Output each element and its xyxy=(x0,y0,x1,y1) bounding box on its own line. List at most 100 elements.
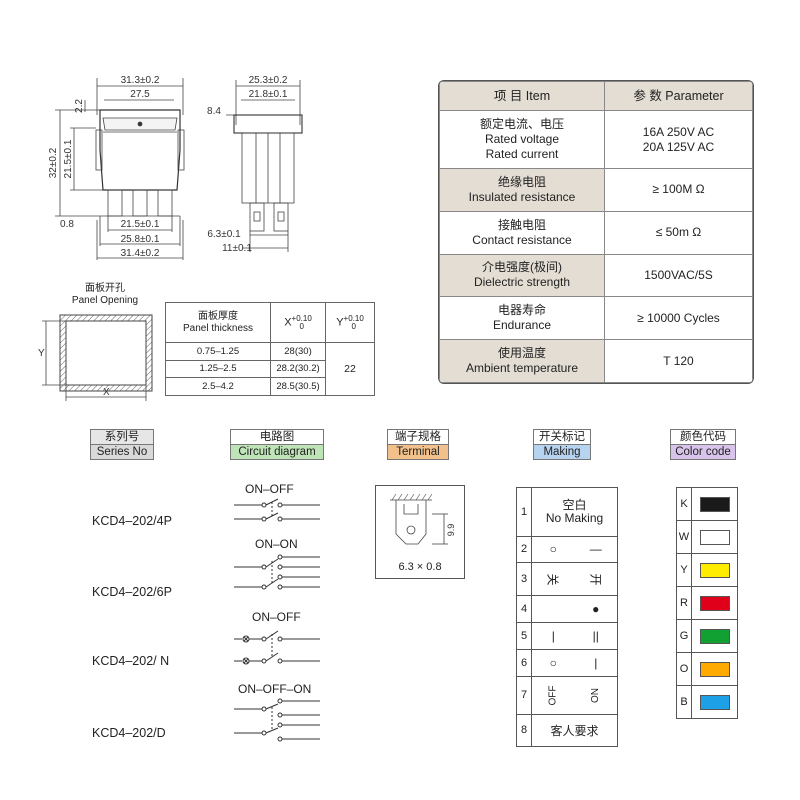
series-header-en: Series No xyxy=(91,444,153,459)
thickness-value: 1.25–2.5 xyxy=(165,359,271,379)
front-height: 32±0.2 xyxy=(48,147,59,178)
color-swatch xyxy=(699,628,730,644)
circuit-header-cn: 电路图 xyxy=(259,431,295,443)
series-number: KCD4–202/ N xyxy=(92,654,170,668)
making-symbol-off: ○ xyxy=(531,648,575,677)
making-number: 6 xyxy=(516,648,532,677)
panel-axis-x: X xyxy=(103,387,110,398)
terminal-header-cn: 端子规格 xyxy=(395,431,441,443)
color-row: R xyxy=(676,586,738,620)
making-header-cn: 开关标记 xyxy=(539,431,585,443)
front-bottom-offset: 0.8 xyxy=(60,219,74,230)
terminal-drawing: 9.9 xyxy=(390,493,456,545)
color-row: Y xyxy=(676,553,738,587)
terminal-height-dim: 9.9 xyxy=(446,524,456,537)
side-inner-width: 21.8±0.1 xyxy=(249,89,288,100)
making-number: 2 xyxy=(516,535,532,564)
param-item-cn: 绝缘电阻 xyxy=(497,174,546,189)
making-number: 1 xyxy=(516,487,532,537)
front-pin-span-1: 21.5±0.1 xyxy=(121,219,160,230)
color-row: G xyxy=(676,619,738,653)
param-header-item: 项 目 Item xyxy=(439,81,605,111)
circuit-diagram-n xyxy=(234,630,320,665)
series-number: KCD4–202/D xyxy=(92,726,166,740)
color-swatch xyxy=(699,529,730,545)
panel-opening-title: 面板开孔 Panel Opening xyxy=(60,283,150,307)
making-symbol-off xyxy=(531,594,575,623)
y-value: 22 xyxy=(325,342,375,396)
param-item-cn: 额定电流、电压 xyxy=(479,117,564,131)
making-header-en: Making xyxy=(534,444,590,459)
color-header-cn: 颜色代码 xyxy=(680,431,726,443)
param-header-parameter: 参 数 Parameter xyxy=(604,81,753,111)
color-letter: W xyxy=(676,520,692,554)
color-letter: O xyxy=(676,652,692,686)
circuit-header: 电路图 Circuit diagram xyxy=(230,429,324,460)
param-value: ≥ 10000 Cycles xyxy=(604,296,753,341)
making-symbol-off: | xyxy=(531,621,575,650)
param-item-cn: 使用温度 xyxy=(497,346,546,361)
param-item-cn: 接触电阻 xyxy=(497,217,546,232)
thickness-value: 0.75–1.25 xyxy=(165,342,271,361)
thickness-header-en: Panel thickness xyxy=(182,322,254,334)
terminal-header-en: Terminal xyxy=(388,444,448,459)
making-number: 5 xyxy=(516,621,532,650)
param-item-en: Endurance xyxy=(492,318,552,333)
param-row-rated: 额定电流、电压 Rated voltage Rated current xyxy=(439,110,605,169)
side-terminal-span: 11±0.1 xyxy=(222,243,252,254)
color-swatch xyxy=(699,562,730,578)
making-symbol-on: || xyxy=(574,621,618,650)
front-inner-width: 27.5 xyxy=(130,89,150,100)
thickness-value: 2.5–4.2 xyxy=(165,377,271,396)
side-overall-width: 25.3±0.2 xyxy=(249,75,288,86)
color-row: O xyxy=(676,652,738,686)
param-item-cn: 电器寿命 xyxy=(497,303,546,318)
front-top-offset: 2.2 xyxy=(74,99,85,113)
x-value: 28.5(30.5) xyxy=(270,377,326,396)
color-row: W xyxy=(676,520,738,554)
panel-opening-title-cn: 面板开孔 xyxy=(85,283,125,294)
x-value: 28.2(30.2) xyxy=(270,359,326,379)
side-top-offset: 8.4 xyxy=(207,106,221,117)
making-blank-en: No Making xyxy=(545,510,604,525)
param-row-temperature: 使用温度 Ambient temperature xyxy=(439,339,605,383)
making-number: 7 xyxy=(516,675,532,715)
making-symbol-off: 关 xyxy=(545,573,560,586)
terminal-box: 9.9 6.3 × 0.8 xyxy=(375,485,465,579)
circuit-diagram-6p xyxy=(234,554,320,590)
color-swatch xyxy=(699,496,730,512)
param-value: 20A 125V AC xyxy=(642,139,715,154)
thickness-header-cn: 面板厚度 xyxy=(198,310,238,322)
making-symbol-off: ○ xyxy=(531,535,575,564)
color-row: B xyxy=(676,685,738,719)
side-view-drawing: 25.3±0.2 21.8±0.1 8.4 6.3±0.1 11±0.1 xyxy=(207,75,303,254)
circuit-label: ON–OFF xyxy=(245,482,294,496)
parameter-table: 项 目 Item 参 数 Parameter 额定电流、电压 Rated vol… xyxy=(438,80,754,384)
color-row: K xyxy=(676,487,738,521)
color-swatch xyxy=(699,661,730,677)
color-swatch xyxy=(699,595,730,611)
making-symbol-on: | xyxy=(574,648,618,677)
front-view-drawing: 31.3±0.2 27.5 2.2 32±0.2 21.5±0.1 0.8 21… xyxy=(48,75,185,260)
making-symbol-on: — xyxy=(574,535,618,564)
circuit-diagram-d xyxy=(234,698,320,742)
param-item-en: Contact resistance xyxy=(472,232,572,247)
panel-opening-title-en: Panel Opening xyxy=(71,295,139,306)
front-pin-span-3: 31.4±0.2 xyxy=(121,248,160,259)
making-number: 4 xyxy=(516,594,532,623)
making-header: 开关标记 Making xyxy=(533,429,591,460)
making-symbol-on: ON xyxy=(590,687,602,703)
param-item-cn: 介电强度(极间) xyxy=(482,260,562,275)
color-swatch xyxy=(699,694,730,710)
making-blank-cn: 空白 xyxy=(562,497,587,512)
series-header-cn: 系列号 xyxy=(104,431,140,443)
front-body-height: 21.5±0.1 xyxy=(63,139,74,178)
front-pin-span-2: 25.8±0.1 xyxy=(121,234,160,245)
terminal-header: 端子规格 Terminal xyxy=(387,429,449,460)
circuit-header-en: Circuit diagram xyxy=(231,444,323,459)
circuit-label: ON–OFF–ON xyxy=(238,682,312,696)
color-letter: Y xyxy=(676,553,692,587)
